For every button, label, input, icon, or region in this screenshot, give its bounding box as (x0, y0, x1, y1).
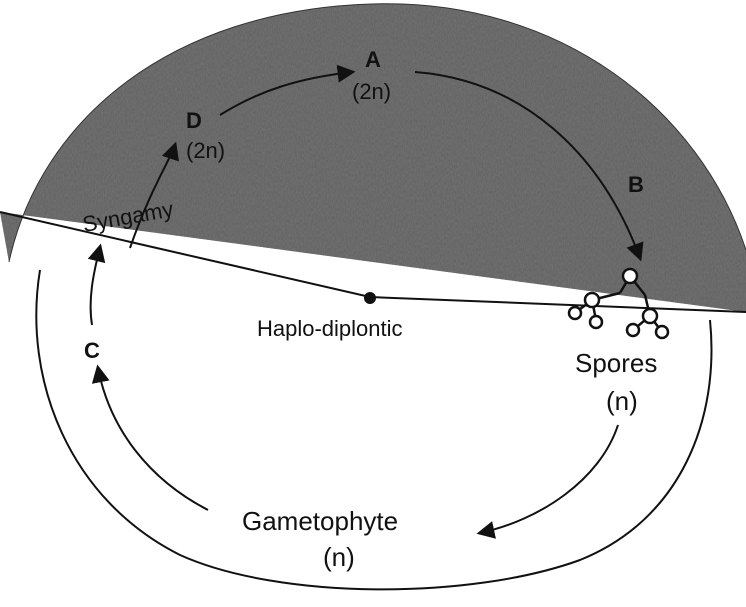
stage-a-ploidy: (2n) (352, 79, 391, 104)
diagram-title: Haplo-diplontic (257, 316, 403, 341)
arrow-gametophyte-to-c (98, 368, 208, 510)
spores-ploidy: (n) (606, 386, 638, 416)
gametophyte-label: Gametophyte (242, 506, 398, 536)
arrow-spores-to-gametophyte (480, 425, 618, 533)
stage-a-letter: A (365, 47, 381, 72)
gametophyte-ploidy: (n) (323, 542, 355, 572)
stage-d-letter: D (186, 108, 202, 133)
arrow-c-to-syngamy (91, 247, 100, 325)
stage-b-letter: B (628, 172, 644, 197)
center-dot (364, 292, 376, 304)
spores-label: Spores (575, 348, 657, 378)
stage-c-letter: C (84, 338, 100, 363)
stage-d-ploidy: (2n) (186, 138, 225, 163)
